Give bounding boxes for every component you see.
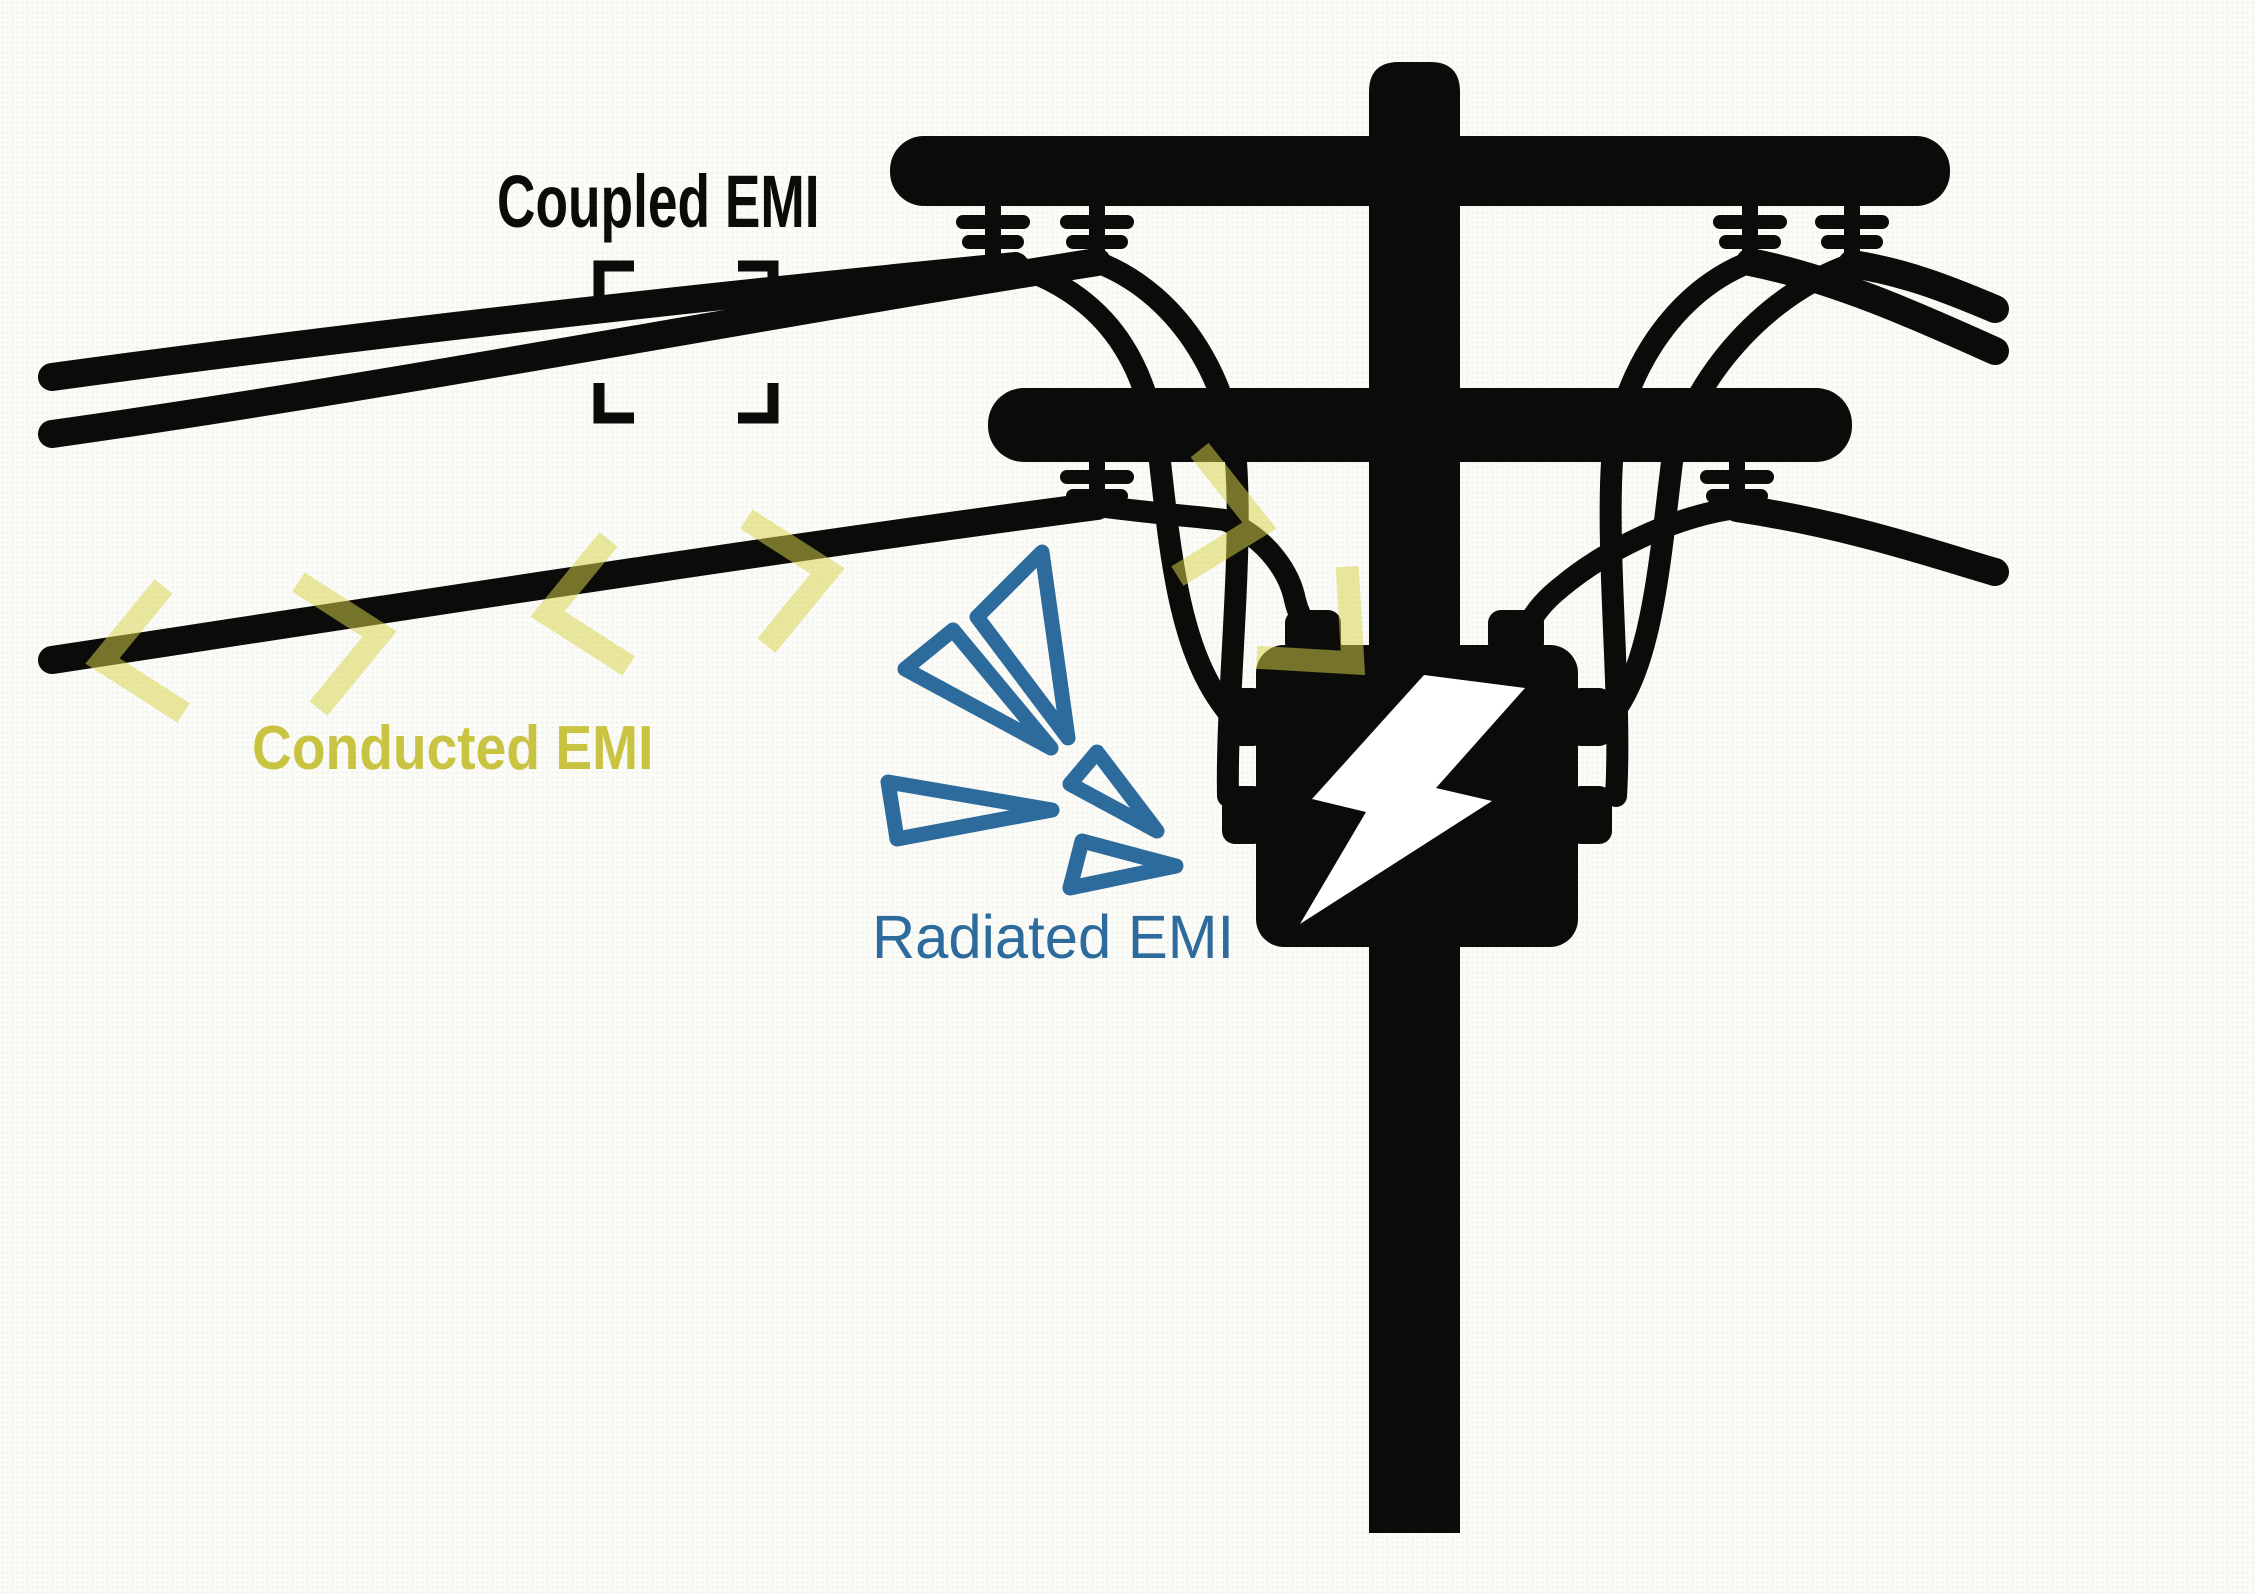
coupled-emi-label: Coupled EMI: [497, 160, 820, 243]
jumper-wire: [1603, 253, 1863, 723]
conducted-emi-arrows: [85, 442, 1366, 723]
transformer-top-bushing: [1285, 610, 1341, 656]
transformer-side-bushing: [1222, 688, 1266, 746]
upper-left-wire-2: [38, 248, 1111, 448]
jumper-wire: [1511, 497, 1748, 659]
utility-pole-icon: [890, 62, 1950, 1533]
radiated-emi-label: Radiated EMI: [872, 902, 1234, 971]
conducted-emi-chevron-icon: [1256, 566, 1366, 676]
conducted-emi-chevron-icon: [1171, 442, 1277, 586]
radiated-ray: [969, 544, 1076, 746]
transformer-side-bushing: [1222, 786, 1266, 844]
lower-crossarm: [988, 388, 1852, 462]
upper-right-wire-1: [1838, 250, 2009, 323]
radiated-ray: [1062, 744, 1165, 839]
transformer-side-bushing: [1568, 688, 1612, 746]
insulator-icon: [956, 197, 1030, 268]
jumper-wire: [1004, 255, 1239, 723]
radiated-emi-rays-icon: [880, 544, 1184, 896]
power-lines: [38, 248, 2009, 807]
radiated-ray: [880, 774, 1060, 847]
lightning-bolt-icon: [1300, 675, 1525, 924]
top-crossarm: [890, 136, 1950, 206]
conducted-emi-chevron-icon: [292, 572, 397, 716]
lower-right-wire: [1723, 494, 2009, 586]
upper-right-wire-2: [1736, 248, 2009, 365]
coupled-emi-bracket-icon: [593, 260, 779, 424]
transformer-icon: [1222, 610, 1612, 947]
conducted-emi-chevron-icon: [740, 509, 845, 653]
conducted-emi-chevron-icon: [85, 579, 190, 723]
transformer-side-bushing: [1568, 786, 1612, 844]
upper-left-wire-1: [38, 252, 1029, 391]
transformer-top-bushing: [1488, 610, 1544, 656]
radiated-ray: [1062, 833, 1184, 896]
conducted-emi-chevron-icon: [530, 532, 635, 676]
conducted-emi-label: Conducted EMI: [252, 714, 653, 783]
jumper-wire: [1599, 251, 1761, 807]
radiated-ray: [897, 622, 1059, 756]
